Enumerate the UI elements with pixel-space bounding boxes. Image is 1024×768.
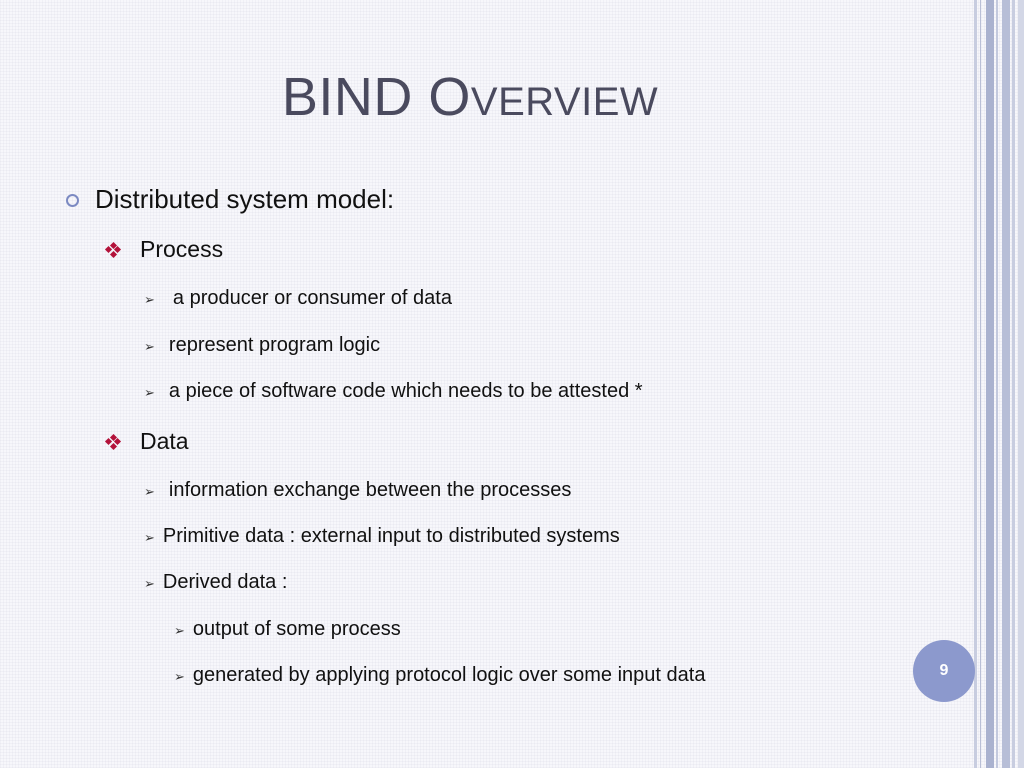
bullet-data-item: ➢ Primitive data : external input to dis…	[144, 525, 620, 548]
arrowhead-icon: ➢	[144, 338, 155, 354]
title-initial: O	[428, 67, 471, 127]
bullet-text: output of some process	[192, 618, 401, 640]
bullet-text: Derived data :	[162, 571, 288, 593]
hollow-circle-icon	[66, 194, 79, 207]
title-word-bind: BIND	[281, 67, 413, 127]
bullet-text: represent program logic	[168, 334, 381, 356]
bullet-data: Data	[104, 428, 189, 455]
four-diamond-icon	[104, 433, 122, 450]
bullet-text: information exchange between the process…	[168, 479, 572, 501]
bullet-text: generated by applying protocol logic ove…	[192, 664, 706, 686]
slide-body: Distributed system model: Process ➢ a pr…	[66, 184, 705, 687]
bullet-derived-item: ➢ output of some process	[174, 618, 401, 641]
bullet-process-item: ➢ a producer or consumer of data	[144, 287, 452, 310]
title-rest: verview	[470, 80, 659, 124]
bullet-text: Primitive data : external input to distr…	[162, 525, 620, 547]
bullet-text: Data	[140, 428, 189, 454]
bullet-process: Process	[104, 236, 224, 263]
bullet-data-item: ➢ information exchange between the proce…	[144, 479, 571, 502]
arrowhead-icon: ➢	[174, 668, 185, 684]
arrowhead-icon: ➢	[144, 291, 155, 307]
arrowhead-icon: ➢	[144, 384, 155, 400]
bullet-process-item: ➢ represent program logic	[144, 334, 380, 357]
page-number: 9	[939, 662, 949, 679]
bullet-text: Process	[140, 236, 224, 262]
arrowhead-icon: ➢	[174, 622, 185, 638]
bullet-text: Distributed system model:	[95, 184, 395, 214]
bullet-level1: Distributed system model:	[66, 184, 394, 215]
arrowhead-icon: ➢	[144, 529, 155, 545]
four-diamond-icon	[104, 241, 122, 258]
slide-title: BIND Overview	[0, 66, 940, 128]
bullet-text: a producer or consumer of data	[172, 287, 452, 309]
bullet-process-item: ➢ a piece of software code which needs t…	[144, 380, 643, 403]
bullet-derived-item: ➢ generated by applying protocol logic o…	[174, 664, 705, 687]
decorative-stripes	[974, 0, 1024, 768]
arrowhead-icon: ➢	[144, 575, 155, 591]
bullet-text: a piece of software code which needs to …	[168, 380, 643, 402]
page-number-badge: 9	[913, 640, 975, 702]
arrowhead-icon: ➢	[144, 483, 155, 499]
bullet-data-item: ➢ Derived data :	[144, 571, 287, 594]
